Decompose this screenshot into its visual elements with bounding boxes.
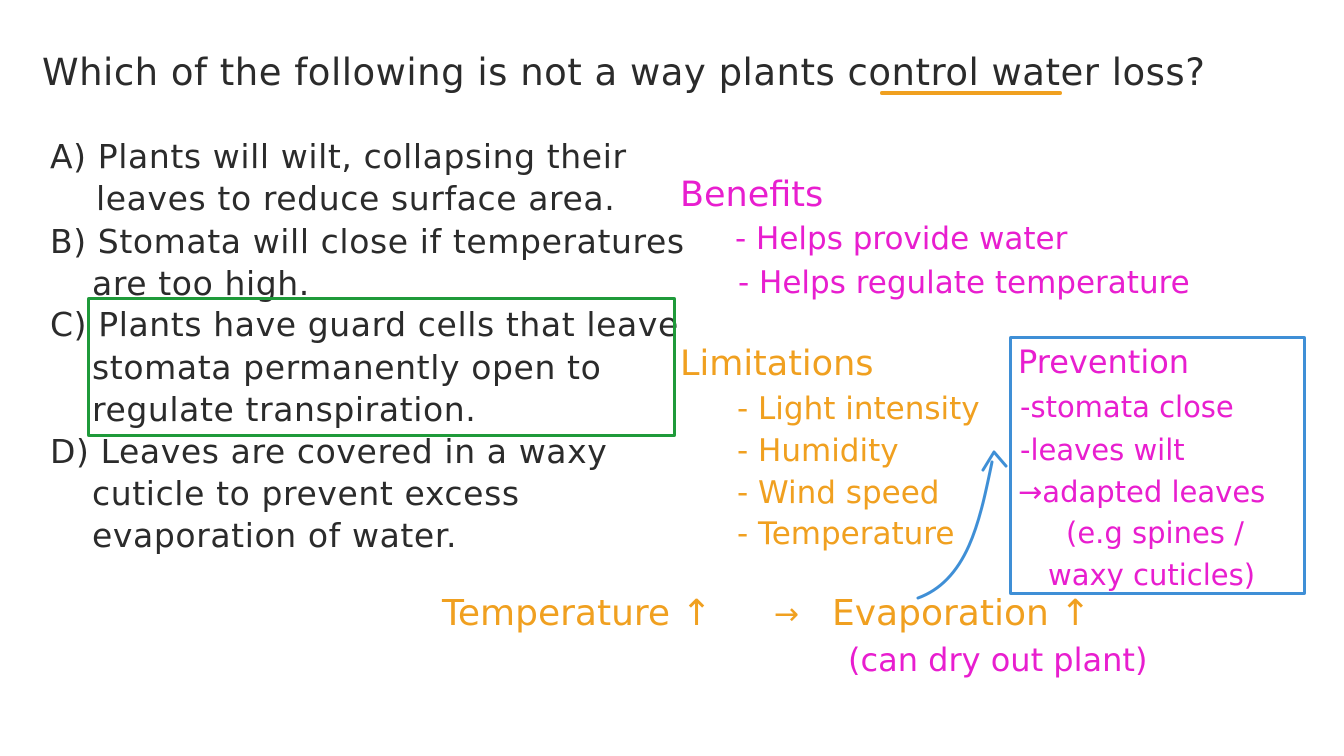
answer-highlight-box <box>87 297 676 437</box>
relation-note: (can dry out plant) <box>848 641 1148 679</box>
option-b-line2: are too high. <box>92 264 310 303</box>
limitations-heading: Limitations <box>680 344 874 384</box>
prevention-item: -stomata close <box>1020 390 1234 424</box>
prevention-item: →adapted leaves <box>1018 475 1266 509</box>
limitations-item: - Wind speed <box>737 475 940 511</box>
option-c-line2: stomata permanently open to <box>92 348 602 387</box>
curved-arrow-head <box>981 450 1008 472</box>
option-a-line1: A) Plants will wilt, collapsing their <box>50 137 627 176</box>
prevention-item: (e.g spines / <box>1066 516 1244 550</box>
curved-arrow-path <box>916 460 994 600</box>
relation-arrow: → <box>774 597 800 632</box>
benefits-heading: Benefits <box>680 175 824 215</box>
limitations-item: - Humidity <box>737 433 899 469</box>
option-d-line2: cuticle to prevent excess <box>92 474 520 513</box>
question: Which of the following is not a way plan… <box>42 54 1205 91</box>
question-highlight: water loss <box>991 51 1186 94</box>
prevention-item: waxy cuticles) <box>1048 558 1256 592</box>
limitations-item: - Temperature <box>737 516 955 552</box>
prevention-box <box>1009 336 1306 595</box>
relation-evaporation: Evaporation ↑ <box>832 593 1091 634</box>
limitations-item: - Light intensity <box>737 391 980 427</box>
relation-temperature: Temperature ↑ <box>442 593 712 634</box>
option-a-line2: leaves to reduce surface area. <box>96 179 616 218</box>
option-b-line1: B) Stomata will close if temperatures <box>50 222 685 261</box>
option-c-line1: C) Plants have guard cells that leave <box>50 305 679 344</box>
option-c-line3: regulate transpiration. <box>92 390 477 429</box>
highlight-underline <box>880 91 1062 95</box>
benefits-item: - Helps regulate temperature <box>738 265 1190 301</box>
option-d-line1: D) Leaves are covered in a waxy <box>50 432 608 471</box>
question-text: Which of the following is not a way plan… <box>42 51 992 94</box>
benefits-item: - Helps provide water <box>735 221 1068 257</box>
option-d-line3: evaporation of water. <box>92 516 458 555</box>
question-mark: ? <box>1185 51 1206 94</box>
prevention-heading: Prevention <box>1018 343 1190 381</box>
prevention-item: -leaves wilt <box>1020 433 1185 467</box>
